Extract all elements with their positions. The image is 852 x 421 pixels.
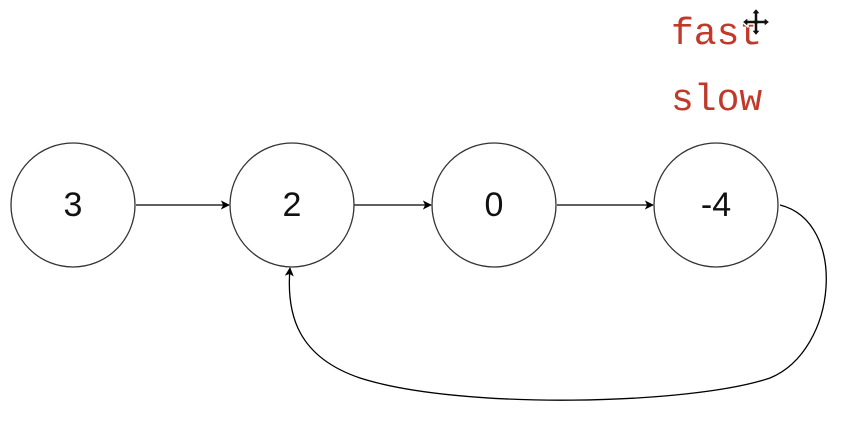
node-circle	[431, 142, 557, 268]
list-node: -4	[653, 142, 779, 268]
node-circle	[229, 142, 355, 268]
list-node: 0	[431, 142, 557, 268]
edge-n3-n1-cycle	[284, 204, 827, 401]
move-cursor-icon	[741, 7, 771, 37]
node-label: 0	[485, 186, 504, 224]
slow-pointer-label: slow	[671, 79, 762, 122]
node-label: 3	[64, 186, 83, 224]
list-node: 3	[10, 142, 136, 268]
list-node: 2	[229, 142, 355, 268]
node-label: 2	[283, 186, 302, 224]
node-label: -4	[701, 186, 731, 224]
node-circle	[10, 142, 136, 268]
node-circle	[653, 142, 779, 268]
